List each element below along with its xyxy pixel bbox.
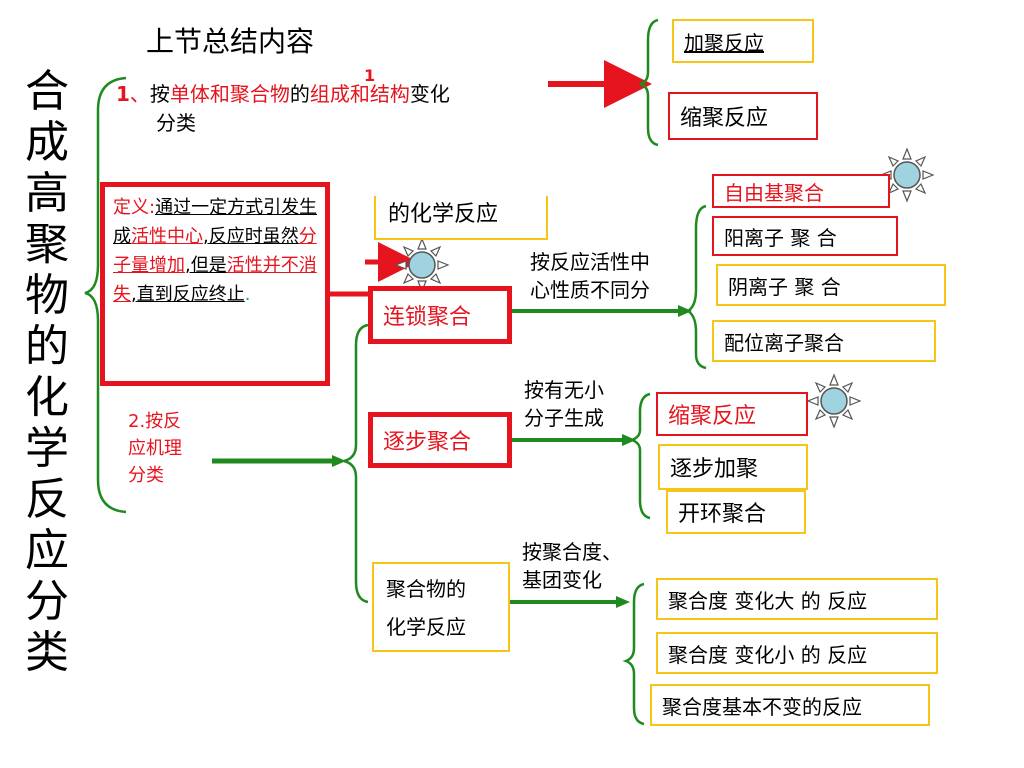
large-dp-change: 聚合度 变化大 的 反应 [656, 578, 938, 620]
cat1-brace [639, 18, 659, 147]
cationic-polymerization: 阳离子 聚 合 [712, 216, 898, 256]
summary-title: 上节总结内容 [146, 25, 315, 58]
main-title: 合成高聚物的化学反应分类 [25, 66, 69, 678]
polymer-criterion: 按聚合度、 基团变化 [522, 540, 622, 592]
result-addition-polymerization: 加聚反应 [672, 19, 814, 63]
category-1-text: 1、按单体和聚合物的组成和结构变化 分类 [116, 82, 450, 135]
category-2-label: 2.按反 应机理 分类 [128, 411, 182, 486]
free-radical-polymerization: 自由基聚合 [712, 174, 890, 208]
chain-brace [685, 204, 707, 370]
partial-reaction-label: 的化学反应 [374, 196, 548, 240]
result-condensation-polymerization: 缩聚反应 [668, 92, 818, 140]
polymer-reaction-node: 聚合物的 化学反应 [372, 562, 510, 652]
step-condensation: 缩聚反应 [656, 392, 808, 436]
chain-criterion: 按反应活性中 心性质不同分 [530, 250, 650, 302]
sun-icon [806, 373, 862, 429]
polymer-brace [622, 582, 645, 726]
cat1-number: 1 [116, 82, 130, 106]
constant-dp: 聚合度基本不变的反应 [650, 684, 930, 726]
mechanism-brace [343, 323, 369, 604]
step-criterion: 按有无小 分子生成 [524, 378, 604, 430]
stray-mark: 1 [364, 66, 376, 85]
small-dp-change: 聚合度 变化小 的 反应 [656, 632, 938, 674]
ring-opening: 开环聚合 [666, 490, 806, 534]
step-polymerization-node: 逐步聚合 [368, 412, 512, 468]
sun-icon [394, 237, 450, 293]
step-addition: 逐步加聚 [658, 444, 808, 490]
chain-polymerization-node: 连锁聚合 [368, 286, 512, 344]
step-brace [628, 392, 651, 520]
definition-box: 定义:通过一定方式引发生成活性中心,反应时虽然分子量增加,但是活性并不消失,直到… [100, 182, 330, 386]
anionic-polymerization: 阴离子 聚 合 [716, 264, 946, 306]
coordination-polymerization: 配位离子聚合 [712, 320, 936, 362]
main-brace [84, 76, 127, 514]
